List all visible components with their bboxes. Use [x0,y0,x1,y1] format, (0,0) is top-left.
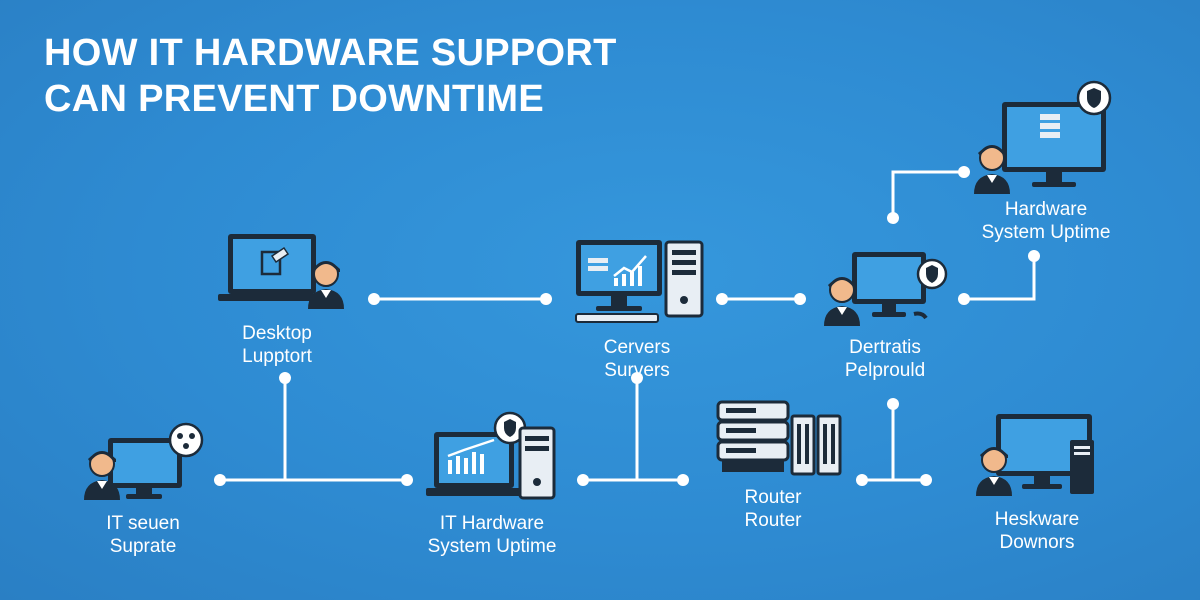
connector-dot [631,372,643,384]
servers-label: Cervers Survers [603,337,671,381]
it-seuen-node-icon [84,422,204,500]
monitor-icon [852,252,928,320]
laptop-icon [426,432,522,496]
heskware-node-icon [976,414,1094,496]
connector-dot [368,293,380,305]
it-seuen-label: IT seuen Suprate [106,513,180,557]
servers-node-icon [575,240,704,323]
connector-dot [958,293,970,305]
connector-dertratis-top [891,170,966,220]
technician-icon [84,451,120,500]
title-line-2: CAN PREVENT DOWNTIME [44,78,544,120]
it-hardware-label: IT Hardware System Uptime [427,513,557,557]
connector-dot [716,293,728,305]
tower-icon [790,414,842,476]
monitor-icon [996,414,1094,494]
shield-badge-icon [1076,80,1112,116]
tower-icon [518,426,556,500]
laptop-icon [218,234,326,301]
hardware-top-node-icon [974,80,1112,194]
connector-dot [279,372,291,384]
tower-icon [664,240,704,318]
monitor-icon [108,438,182,499]
title-line-1: HOW IT HARDWARE SUPPORT [44,32,617,74]
connector-dot [887,212,899,224]
connector-dot [401,474,413,486]
dertratis-node-icon [824,252,948,326]
desktop-node-icon [218,234,344,309]
connector-dot [856,474,868,486]
title: HOW IT HARDWARE SUPPORT CAN PREVENT DOWN… [44,30,617,122]
connector-dot [794,293,806,305]
connector-dot [577,474,589,486]
connector-dot [887,398,899,410]
technician-icon [308,261,344,309]
router-label: Router Router [744,487,802,531]
router-node-icon [716,400,842,476]
shield-badge-icon [916,258,948,290]
server-rack-icon [716,400,790,472]
it-hardware-node-icon [426,411,556,500]
technician-icon [974,145,1010,194]
connector-dot [540,293,552,305]
monitor-icon [575,240,662,323]
connector-dot [214,474,226,486]
dertratis-label: Dertratis Pelproul​d [844,337,926,381]
monitor-icon [1002,102,1106,187]
connector-dot [958,166,970,178]
technician-icon [824,277,860,326]
heskware-label: Heskware Downors [994,509,1080,553]
connector-dot [677,474,689,486]
desktop-label: Desktop Lupptort [242,323,312,367]
hardware-top-label: Hardware System Uptime [981,199,1111,243]
connector-dertratis-hardware [962,254,1036,301]
connector-dot [1028,250,1040,262]
technician-icon [976,447,1012,496]
network-badge-icon [168,422,204,458]
connector-dot [920,474,932,486]
